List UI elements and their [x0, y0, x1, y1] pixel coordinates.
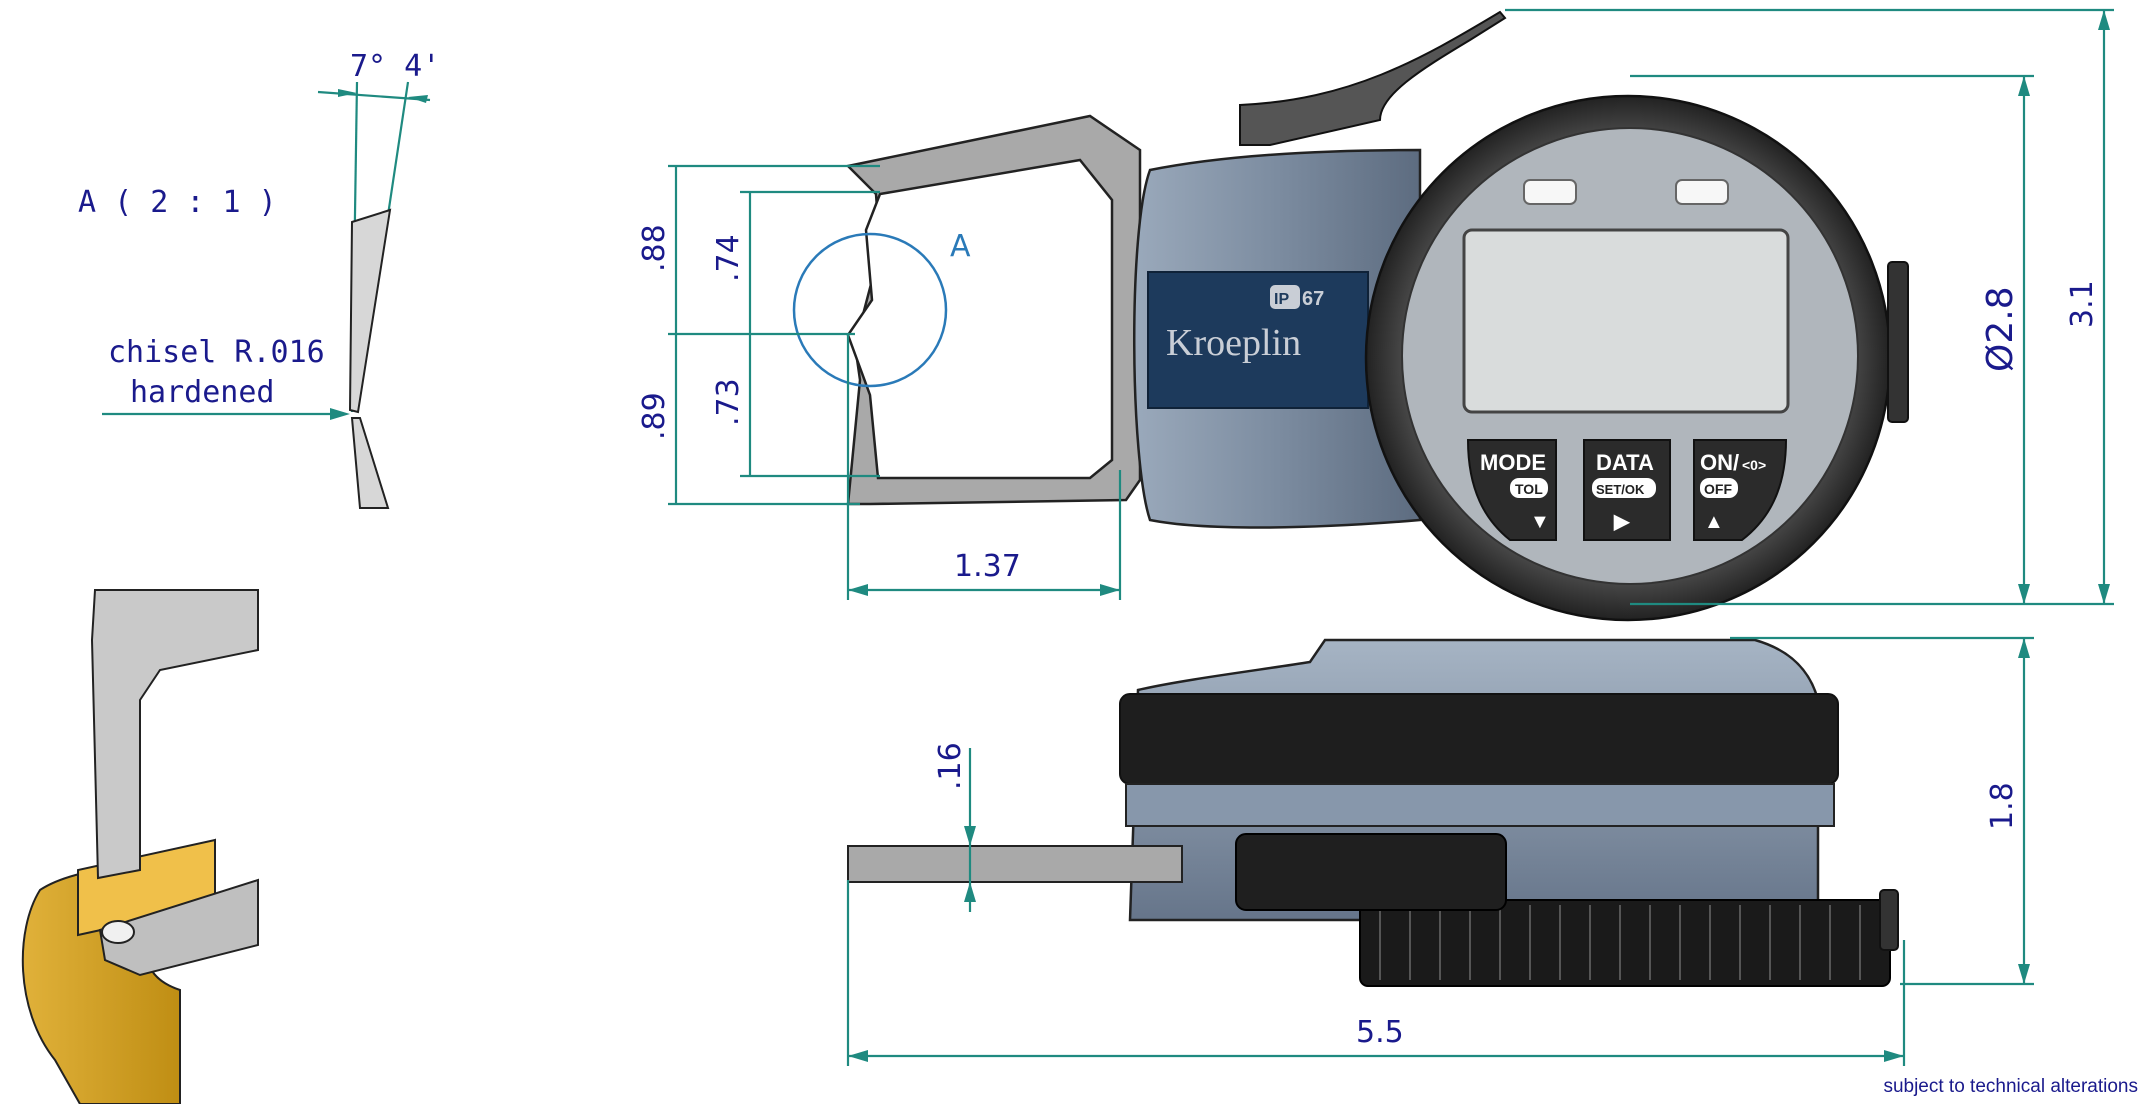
blade-lower-tip [350, 417, 390, 509]
angle-dim-line [317, 90, 431, 102]
dim-diameter: Ø2.8 [1980, 286, 2021, 372]
side-knob[interactable] [1887, 261, 1909, 423]
ip-rating: 67 [1302, 288, 1324, 310]
dim-lower-outer: .89 [637, 392, 672, 440]
side-arm [847, 845, 1183, 883]
lcd-display [1462, 228, 1790, 414]
dim-lower-inner: .73 [711, 378, 746, 426]
brand-plate [1147, 271, 1369, 409]
on-button-label: ON/ [1700, 450, 1739, 475]
arm-opening [846, 158, 1114, 480]
indicator-lamp-left [1523, 179, 1577, 205]
side-lever[interactable] [1235, 833, 1507, 911]
data-button[interactable]: DATA SET/OK ▶ [1583, 439, 1671, 541]
side-view: .16 1.8 5.5 [846, 636, 2034, 1066]
down-arrow-icon: ▼ [1530, 511, 1550, 533]
off-label: OFF [1704, 481, 1732, 497]
hardened-label: hardened [130, 375, 275, 410]
dim-height: 3.1 [2065, 280, 2100, 328]
side-mid-band [1125, 783, 1835, 827]
dim-upper-outer: .88 [637, 224, 672, 272]
mode-button-sub: TOL [1515, 481, 1543, 497]
dim-upper-inner: .74 [711, 234, 746, 282]
knurl-lines [1379, 905, 1861, 980]
brand-logo: Kroeplin [1166, 322, 1301, 364]
angle-label: 7° 4' [350, 49, 440, 84]
blade-upper-tip [348, 208, 392, 414]
dim-side-height: 1.8 [1985, 782, 2020, 830]
ip-badge [1270, 285, 1300, 309]
data-button-sub: SET/OK [1596, 482, 1645, 497]
zero-label: <0> [1742, 457, 1766, 473]
mode-button-label: MODE [1480, 450, 1546, 475]
right-arrow-icon: ▶ [1613, 511, 1631, 533]
chisel-label: chisel R.016 [108, 335, 325, 370]
detail-a-circle [792, 232, 948, 388]
lower-arm-3d [98, 878, 259, 977]
side-bezel-band [1119, 693, 1839, 785]
data-button-label: DATA [1596, 450, 1654, 475]
dim-total-length: 5.5 [1356, 1015, 1404, 1050]
detail-a-marker: A [950, 229, 971, 264]
arrowhead [330, 408, 350, 420]
dim-arm-length: 1.37 [954, 549, 1021, 584]
lift-lever[interactable] [1239, 10, 1507, 146]
upper-arm-3d [90, 589, 259, 880]
mode-button[interactable]: MODE TOL ▼ [1466, 439, 1557, 541]
dim-thickness: .16 [933, 742, 968, 790]
ip-label: IP [1274, 291, 1289, 308]
arrowhead [408, 95, 428, 103]
workpiece-3d-view [21, 589, 259, 1104]
front-view: IP 67 Kroeplin MODE TOL ▼ DATA SET/OK ▶ … [637, 8, 2114, 622]
contact-ball [101, 920, 135, 944]
up-arrow-icon: ▲ [1704, 511, 1724, 533]
side-knob[interactable] [1879, 889, 1899, 951]
footer-note: subject to technical alterations [1883, 1076, 2138, 1097]
angle-extension-right [386, 81, 410, 216]
detail-a-view: 7° 4' A ( 2 : 1 ) chisel R.016 hardened [78, 49, 440, 509]
on-off-button[interactable]: ON/ <0> OFF ▲ [1693, 439, 1788, 541]
arrowhead [338, 89, 357, 97]
scale-label: A ( 2 : 1 ) [78, 185, 277, 220]
indicator-lamp-right [1675, 179, 1729, 205]
